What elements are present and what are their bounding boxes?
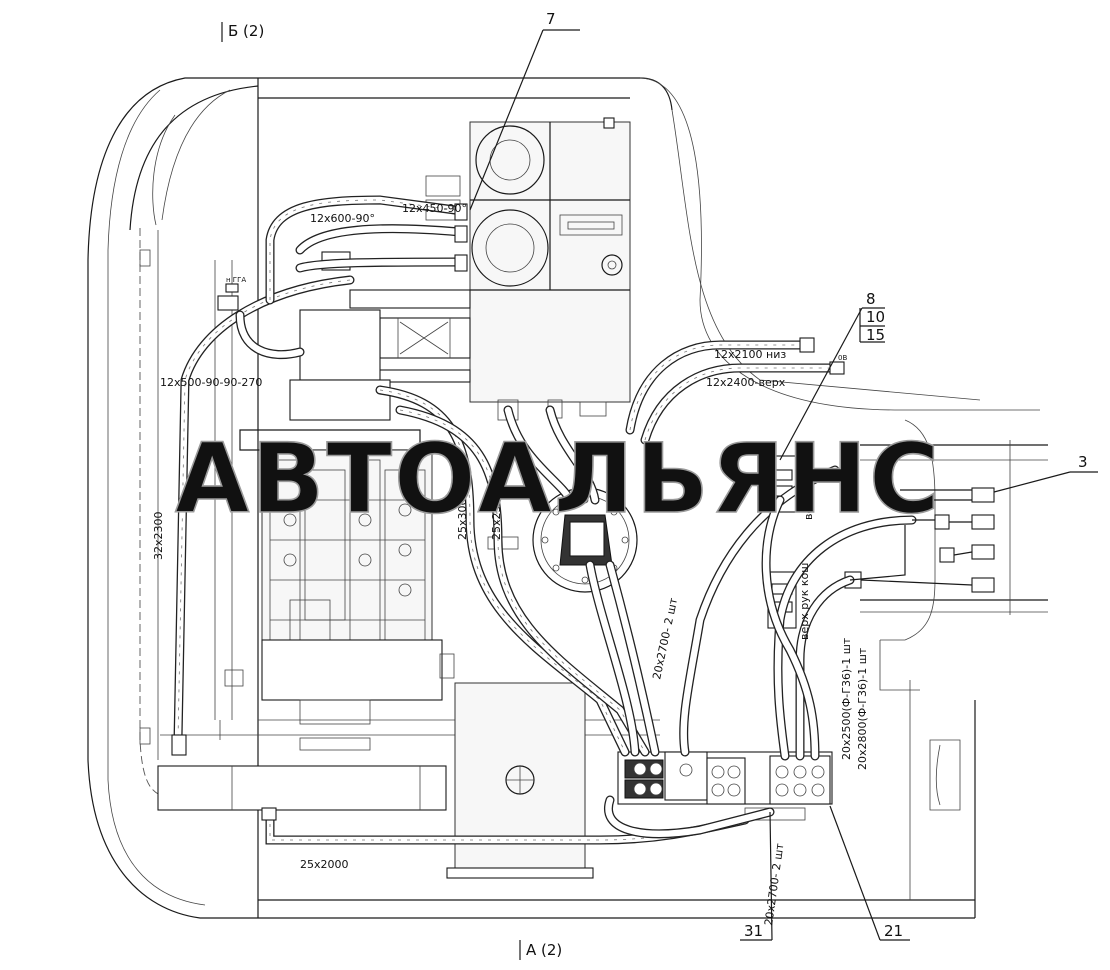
boom-lower-note: верх рук кош xyxy=(798,563,811,640)
tank-fittings xyxy=(171,117,845,821)
engine-pump-unit xyxy=(224,251,455,751)
view-label-b: Б (2) xyxy=(228,22,264,40)
label-hose-20x2700-lower: 20х2700- 2 шт xyxy=(762,842,786,927)
label-hose-12x2100: 12х2100 низ xyxy=(714,348,786,361)
callout-3: 3 xyxy=(1078,453,1088,471)
label-hose-12x2400: 12х2400-верх xyxy=(706,376,786,389)
cab-outline xyxy=(87,77,259,919)
hydraulic-hoses xyxy=(173,195,973,845)
fitting-top-note: н ГГА xyxy=(226,276,246,284)
callout-21: 21 xyxy=(884,922,903,940)
callout-15: 15 xyxy=(866,326,885,344)
boom-upper-note: верх кош рук xyxy=(802,442,815,520)
label-hose-25x3000: 25х3000 xyxy=(456,491,469,540)
label-hose-20x2800: 20х2800(Ф-Г36)-1 шт xyxy=(856,647,869,770)
label-hose-25x2500: 25х2500 xyxy=(490,491,503,540)
fitting-id-note: 0В xyxy=(838,354,847,362)
rotary-joint xyxy=(487,487,638,593)
machine-frame xyxy=(139,77,1048,919)
return-filters xyxy=(349,289,471,383)
callout-10: 10 xyxy=(866,308,885,326)
leader-lines xyxy=(469,29,1098,941)
watermark: АВТОАЛЬЯНС xyxy=(175,423,941,535)
view-marker-a: А (2) xyxy=(519,940,562,960)
callout-8: 8 xyxy=(866,290,876,308)
label-hose-25x2000: 25х2000 xyxy=(300,858,349,871)
lower-housing xyxy=(157,682,594,879)
label-hose-20x2500: 20х2500(Ф-Г36)-1 шт xyxy=(840,637,853,760)
tank-filler-cap-lower xyxy=(471,209,549,287)
tank-filler-cap-upper xyxy=(475,125,545,195)
view-marker-b: Б (2) xyxy=(221,22,264,42)
label-hose-20x2700-upper: 20х2700- 2 шт xyxy=(650,596,680,680)
view-label-a: А (2) xyxy=(526,941,562,959)
label-hose-12x600: 12х600-90° xyxy=(310,212,375,225)
label-hose-12x500: 12х500-90-90-270 xyxy=(160,376,262,389)
control-valve-block xyxy=(617,751,833,821)
hydraulic-tank xyxy=(425,121,631,421)
callout-31: 31 xyxy=(744,922,763,940)
label-hose-32x2300: 32х2300 xyxy=(152,511,165,560)
hose-12x500 xyxy=(235,310,305,360)
label-hose-12x450: 12х450-90° xyxy=(402,202,467,215)
callout-7: 7 xyxy=(546,10,556,28)
